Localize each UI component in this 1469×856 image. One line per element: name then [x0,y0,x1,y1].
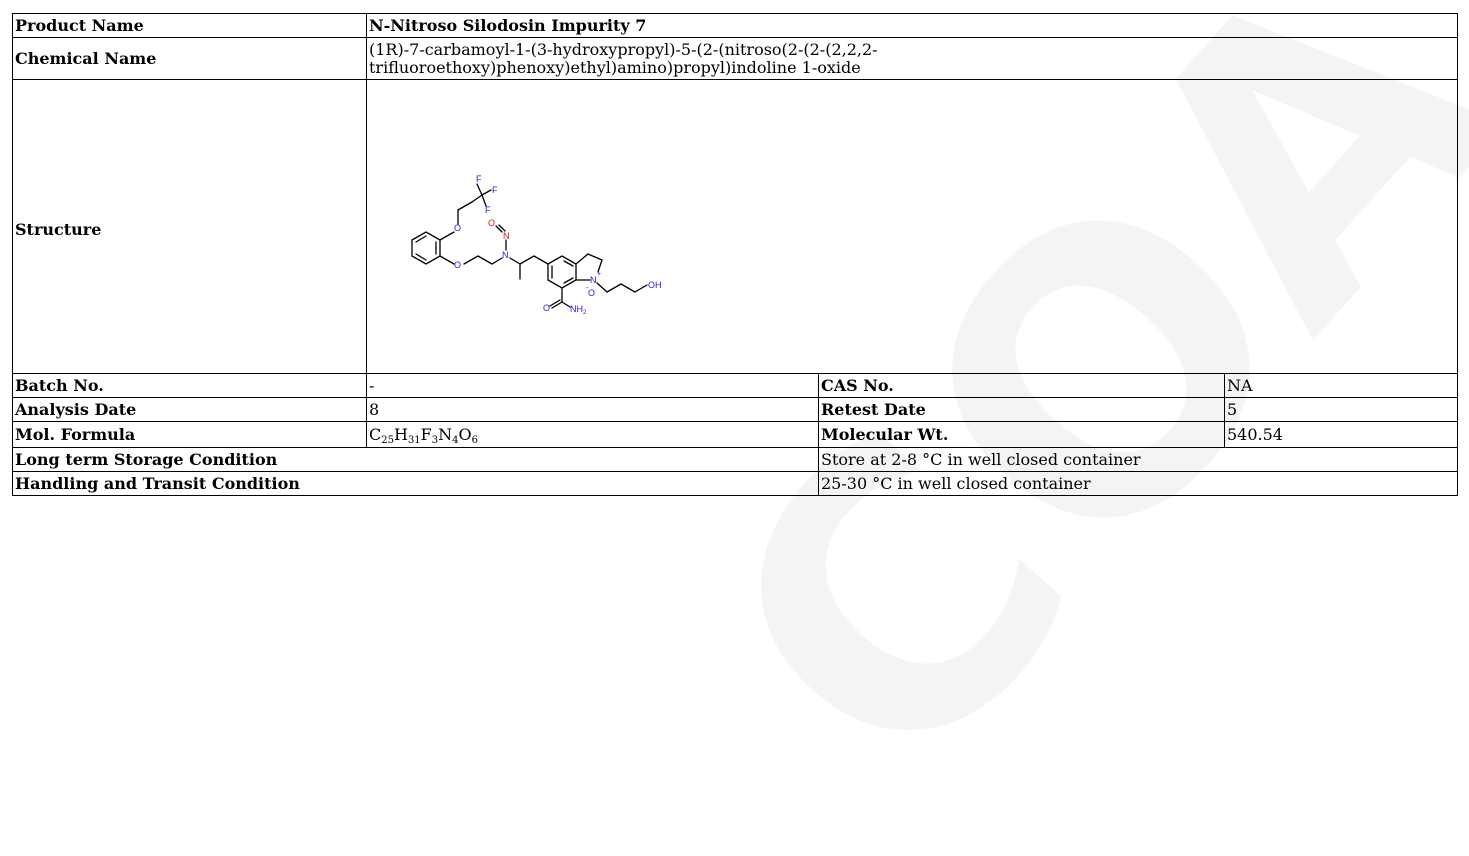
row-dates: Analysis Date 8 Retest Date 5 [12,397,1458,422]
chemical-name-line-2: trifluoroethoxy)phenoxy)ethyl)amino)prop… [369,58,861,77]
molecular-wt-label: Molecular Wt. [818,421,1225,448]
atom-oh: OH [648,280,662,290]
mol-formula-label: Mol. Formula [12,421,367,448]
analysis-date-value: 8 [366,397,819,422]
batch-no-value: - [366,373,819,398]
molecular-wt-value: 540.54 [1224,421,1458,448]
formula-n-count: 4 [452,435,459,446]
cas-no-value: NA [1224,373,1458,398]
atom-f3: F [485,205,491,215]
formula-f-count: 3 [431,435,439,446]
formula-c: C [369,425,382,444]
product-name-label: Product Name [12,13,367,38]
coa-table: Product Name N-Nitroso Silodosin Impurit… [12,13,1458,496]
retest-date-value: 5 [1224,397,1458,422]
atom-o-ether2: O [454,260,461,270]
atom-charge-minus: - [586,283,589,292]
formula-o-count: 6 [471,435,479,446]
formula-o: O [458,425,472,444]
atom-nh2: NH2 [570,304,587,316]
atom-o-oxide: O [588,288,595,298]
atom-f1: F [476,174,482,184]
analysis-date-label: Analysis Date [12,397,367,422]
structure-cell: F F F O O O N N N + O - OH O NH2 [366,79,1458,374]
mol-formula-value: C25H31F3N4O6 [366,421,819,448]
atom-nh2-text: NH [570,304,583,314]
chemical-name-label: Chemical Name [12,37,367,80]
row-chemical-name: Chemical Name (1R)-7-carbamoyl-1-(3-hydr… [12,37,1458,80]
atom-charge-plus: + [597,271,601,278]
storage-value: Store at 2-8 °C in well closed container [818,447,1458,472]
formula-h-count: 31 [407,435,421,446]
formula-f: F [420,425,432,444]
batch-no-label: Batch No. [12,373,367,398]
atom-o-nitroso: O [488,218,495,228]
atom-f2: F [492,185,498,195]
row-storage: Long term Storage Condition Store at 2-8… [12,447,1458,472]
product-name-value: N-Nitroso Silodosin Impurity 7 [366,13,1458,38]
atom-nh2-sub: 2 [583,310,587,316]
row-product-name: Product Name N-Nitroso Silodosin Impurit… [12,13,1458,38]
chemical-name-value: (1R)-7-carbamoyl-1-(3-hydroxypropyl)-5-(… [366,37,1458,80]
storage-label: Long term Storage Condition [12,447,819,472]
handling-value: 25-30 °C in well closed container [818,471,1458,496]
structure-label: Structure [12,79,367,374]
row-structure: Structure [12,79,1458,374]
chemical-name-line-1: (1R)-7-carbamoyl-1-(3-hydroxypropyl)-5-(… [369,40,878,59]
row-formula-weight: Mol. Formula C25H31F3N4O6 Molecular Wt. … [12,421,1458,448]
row-batch-cas: Batch No. - CAS No. NA [12,373,1458,398]
cas-no-label: CAS No. [818,373,1225,398]
atom-o-amide: O [543,303,550,313]
atom-n-amine: N [502,250,509,260]
formula-c-count: 25 [381,435,394,446]
structure-image: F F F O O O N N N + O - OH O NH2 [368,81,1457,373]
formula-h: H [393,425,408,444]
retest-date-label: Retest Date [818,397,1225,422]
formula-n: N [438,425,453,444]
atom-n-nitroso: N [503,231,510,241]
atom-n-indoline: N [590,275,597,285]
row-handling: Handling and Transit Condition 25-30 °C … [12,471,1458,496]
atom-o-ether1: O [454,223,461,233]
chemical-structure-drawing: F F F O O O N N N + O - OH O NH2 [411,174,662,316]
handling-label: Handling and Transit Condition [12,471,819,496]
